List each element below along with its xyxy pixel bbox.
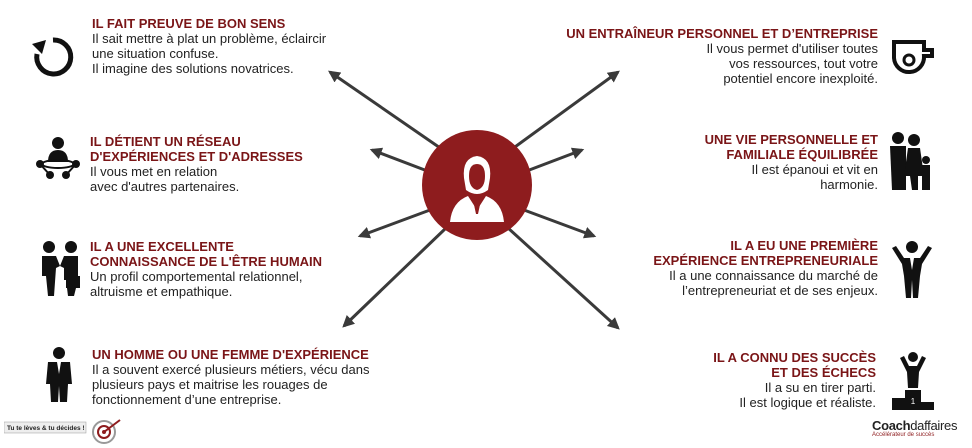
center-circle <box>422 130 532 240</box>
arrow-right-4 <box>506 226 620 330</box>
family-icon <box>890 132 930 190</box>
brand-logo: Coachdaffaires Accélérateur de succès <box>872 418 957 438</box>
target-logo-icon: Tu te lèves & tu décides ! <box>3 419 121 444</box>
podium-icon: 1 <box>892 352 934 410</box>
network-icon <box>36 137 80 179</box>
item-title: UN HOMME OU UNE FEMME D'EXPÉRIENCE <box>92 347 369 362</box>
arrow-left-3 <box>357 208 431 239</box>
success-man-icon <box>892 241 932 298</box>
arrow-left-2 <box>369 147 431 174</box>
arrow-left-4 <box>342 226 448 328</box>
footer-slogan: Tu te lèves & tu décides ! <box>7 425 85 432</box>
businesswoman-icon <box>450 156 504 222</box>
item-body: Il sait mettre à plat un problème, éclai… <box>92 31 327 76</box>
item-title: UN ENTRAÎNEUR PERSONNEL ET D’ENTREPRISE <box>566 26 878 41</box>
arrow-right-1 <box>507 70 620 154</box>
item-body: Il a souvent exercé plusieurs métiers, v… <box>92 362 370 407</box>
footer-left: Tu te lèves & tu décides ! <box>3 418 124 448</box>
arrow-left-1 <box>328 70 447 154</box>
whistle-icon <box>892 40 934 75</box>
item-title: IL FAIT PREUVE DE BON SENS <box>92 16 286 31</box>
left-item-1: IL FAIT PREUVE DE BON SENS Il sait mettr… <box>92 16 412 76</box>
left-item-4: UN HOMME OU UNE FEMME D'EXPÉRIENCE Il a … <box>92 347 432 407</box>
brand-tagline: Accélérateur de succès <box>872 432 935 438</box>
svg-text:1: 1 <box>911 397 916 406</box>
businessman-icon <box>46 347 72 402</box>
arrow-right-3 <box>523 208 597 239</box>
item-body: Il a su en tirer parti.Il est logique et… <box>739 380 876 410</box>
arrow-right-2 <box>523 147 585 174</box>
brand-name: Coachdaffaires <box>872 418 958 433</box>
item-body: Un profil comportemental relationnel,alt… <box>90 269 303 299</box>
right-item-1: UN ENTRAÎNEUR PERSONNEL ET D’ENTREPRISE … <box>500 26 878 86</box>
refresh-icon <box>32 37 74 77</box>
handshake-icon <box>42 241 80 296</box>
